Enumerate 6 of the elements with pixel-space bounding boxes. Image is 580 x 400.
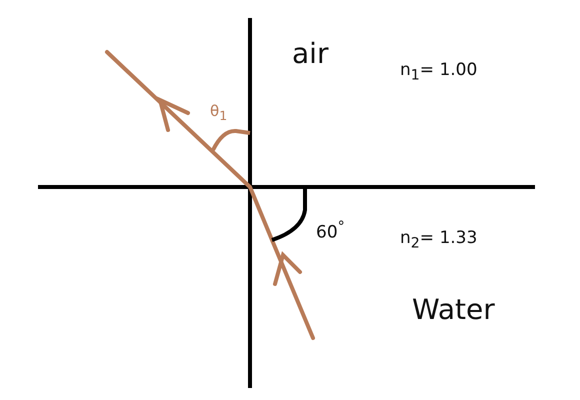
medium-label: Water	[412, 296, 495, 324]
refractive-index-label: n$_{2}$= 1.33	[400, 230, 478, 251]
medium-label: air	[292, 40, 328, 68]
angle-label: 60$^{°}$	[316, 220, 345, 242]
refractive-index-label: n$_{1}$= 1.00	[400, 62, 478, 83]
angle-label: θ$_{1}$	[210, 104, 228, 122]
